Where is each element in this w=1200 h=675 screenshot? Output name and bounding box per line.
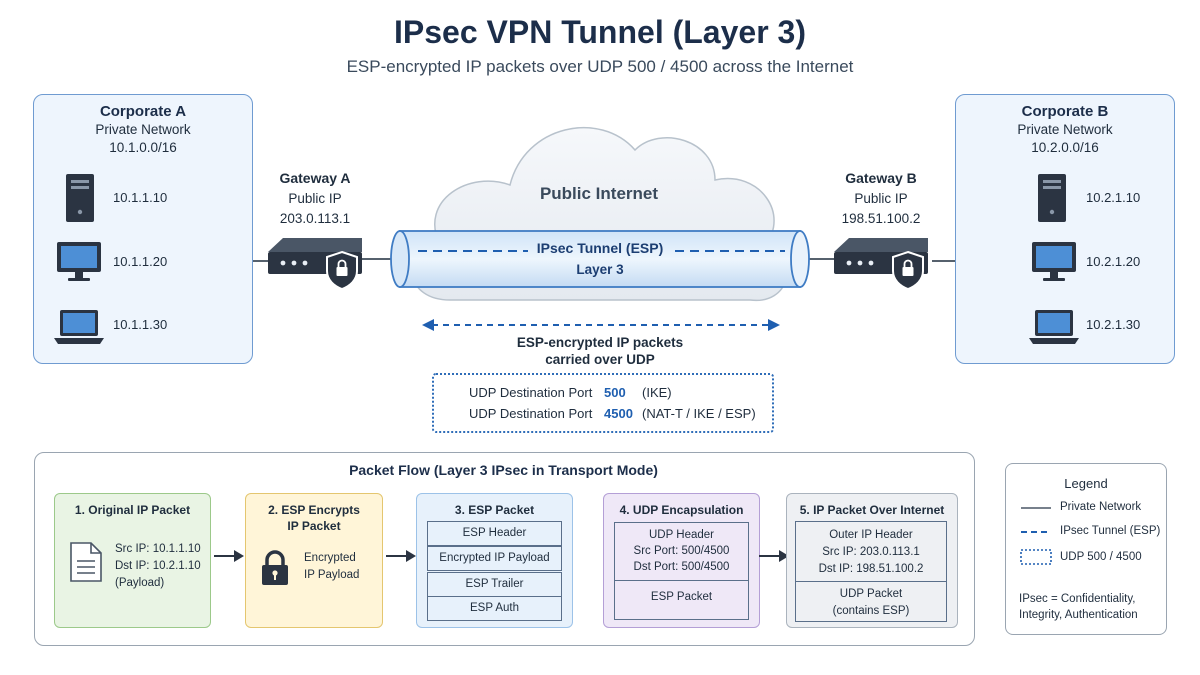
ipsec-tunnel bbox=[390, 230, 810, 288]
step-esp-encrypts: 2. ESP Encrypts IP Packet Encrypted IP P… bbox=[245, 493, 383, 628]
page-title: IPsec VPN Tunnel (Layer 3) bbox=[394, 14, 806, 50]
legend-swatches bbox=[1020, 507, 1052, 565]
step-2-line-1: Encrypted bbox=[304, 552, 356, 564]
legend-note: IPsec = Confidentiality, Integrity, Auth… bbox=[1019, 593, 1138, 621]
port-note: (IKE) bbox=[642, 385, 672, 400]
legend-item-private-network: Private Network bbox=[1060, 501, 1142, 513]
step-udp-encapsulation: 4. UDP Encapsulation UDP Header Src Port… bbox=[603, 493, 760, 628]
step-ip-over-internet: 5. IP Packet Over Internet Outer IP Head… bbox=[786, 493, 958, 628]
step-title: 5. IP Packet Over Internet bbox=[799, 503, 945, 517]
udp-packet-label: UDP Packet bbox=[839, 588, 903, 600]
step-title: 1. Original IP Packet bbox=[74, 503, 191, 517]
udp-inner-esp: ESP Packet bbox=[650, 591, 713, 603]
step-2-title-line-2: IP Packet bbox=[287, 519, 341, 533]
laptop-icon bbox=[1029, 310, 1079, 344]
step-2-line-2: IP Payload bbox=[304, 569, 360, 581]
step-esp-packet: 3. ESP Packet ESP Header Encrypted IP Pa… bbox=[416, 493, 573, 628]
udp-header-label: UDP Header bbox=[649, 529, 714, 541]
gateway-a-name: Gateway A bbox=[279, 170, 351, 186]
corp-b-subnet: 10.2.0.0/16 bbox=[1031, 140, 1099, 155]
esp-caption: ESP-encrypted IP packets carried over UD… bbox=[450, 334, 750, 368]
server-icon bbox=[1038, 174, 1066, 222]
lock-icon bbox=[262, 550, 288, 585]
step-1-dst-ip: Dst IP: 10.2.1.10 bbox=[115, 560, 201, 572]
internet-label: Public Internet bbox=[539, 184, 659, 203]
step-title: 2. ESP Encrypts IP Packet bbox=[246, 502, 382, 534]
tunnel-label: IPsec Tunnel (ESP) bbox=[536, 240, 664, 256]
contains-esp-label: (contains ESP) bbox=[832, 605, 910, 617]
shield-lock-icon bbox=[892, 250, 924, 291]
legend-title: Legend bbox=[1064, 476, 1108, 491]
udp-packet-structure: UDP Header Src Port: 500/4500 Dst Port: … bbox=[614, 522, 749, 620]
port-label: UDP Destination Port bbox=[469, 406, 593, 421]
udp-dst-port: Dst Port: 500/4500 bbox=[633, 561, 730, 573]
divider bbox=[615, 580, 748, 581]
corp-a-name: Corporate A bbox=[99, 103, 187, 120]
port-note: (NAT-T / IKE / ESP) bbox=[642, 406, 756, 421]
udp-ports-box: UDP Destination Port 500 (IKE) UDP Desti… bbox=[432, 373, 774, 433]
outer-ip-packet-structure: Outer IP Header Src IP: 203.0.113.1 Dst … bbox=[795, 521, 947, 622]
divider bbox=[796, 581, 946, 582]
port-number: 500 bbox=[604, 385, 626, 400]
document-icon bbox=[70, 542, 102, 582]
outer-src-ip: Src IP: 203.0.113.1 bbox=[822, 546, 920, 558]
encrypted-payload-cell: Encrypted IP Payload bbox=[427, 546, 562, 571]
gateway-a-label: Gateway A Public IP 203.0.113.1 bbox=[255, 168, 375, 229]
port-number: 4500 bbox=[604, 406, 633, 421]
esp-flow-arrow bbox=[422, 319, 780, 331]
esp-caption-line-1: ESP-encrypted IP packets bbox=[516, 335, 684, 350]
corp-b-host-1-ip: 10.2.1.10 bbox=[1086, 190, 1141, 205]
corp-b-host-2-ip: 10.2.1.20 bbox=[1086, 254, 1141, 269]
flow-arrow-3 bbox=[759, 550, 789, 562]
desktop-icon bbox=[1032, 242, 1076, 281]
step-1-src-ip: Src IP: 10.1.1.10 bbox=[115, 543, 201, 555]
gateway-a-ip: 203.0.113.1 bbox=[279, 211, 351, 226]
tunnel-layer-label: Layer 3 bbox=[576, 262, 624, 277]
gateway-a-ip-label: Public IP bbox=[288, 191, 342, 206]
gateway-b-ip: 198.51.100.2 bbox=[841, 211, 921, 226]
corp-a-host-3-ip: 10.1.1.30 bbox=[113, 317, 168, 332]
legend-item-udp: UDP 500 / 4500 bbox=[1060, 551, 1142, 563]
legend-panel: Legend Private Network IPsec Tunnel (ESP… bbox=[1005, 463, 1167, 635]
flow-arrow-1 bbox=[214, 550, 244, 562]
udp-src-port: Src Port: 500/4500 bbox=[633, 545, 730, 557]
desktop-icon bbox=[57, 242, 101, 281]
step-title: 4. UDP Encapsulation bbox=[619, 503, 744, 517]
page-subtitle: ESP-encrypted IP packets over UDP 500 / … bbox=[346, 57, 854, 76]
corp-b-network-label: Private Network bbox=[1017, 122, 1113, 137]
port-label: UDP Destination Port bbox=[469, 385, 593, 400]
legend-udp-swatch bbox=[1020, 549, 1052, 565]
esp-header-cell: ESP Header bbox=[427, 521, 562, 546]
outer-ip-header-label: Outer IP Header bbox=[829, 529, 913, 541]
gateway-b-ip-label: Public IP bbox=[854, 191, 908, 206]
corp-a-network-label: Private Network bbox=[95, 122, 191, 137]
esp-caption-line-2: carried over UDP bbox=[545, 352, 655, 367]
server-icon bbox=[66, 174, 94, 222]
step-title: 3. ESP Packet bbox=[454, 503, 535, 517]
legend-item-ipsec-tunnel: IPsec Tunnel (ESP) bbox=[1060, 525, 1161, 537]
shield-lock-icon bbox=[326, 250, 358, 291]
gateway-b-name: Gateway B bbox=[845, 170, 917, 186]
step-2-title-line-1: 2. ESP Encrypts bbox=[268, 503, 360, 517]
flow-arrow-2 bbox=[386, 550, 416, 562]
laptop-icon bbox=[54, 310, 104, 344]
esp-auth-cell: ESP Auth bbox=[427, 596, 562, 621]
corp-a-subnet: 10.1.0.0/16 bbox=[109, 140, 177, 155]
gateway-b-label: Gateway B Public IP 198.51.100.2 bbox=[820, 168, 942, 229]
step-original-ip-packet: 1. Original IP Packet Src IP: 10.1.1.10 … bbox=[54, 493, 211, 628]
esp-trailer-cell: ESP Trailer bbox=[427, 572, 562, 597]
outer-dst-ip: Dst IP: 198.51.100.2 bbox=[818, 563, 924, 575]
corp-a-host-1-ip: 10.1.1.10 bbox=[113, 190, 168, 205]
packet-flow-title: Packet Flow (Layer 3 IPsec in Transport … bbox=[349, 462, 658, 478]
corp-a-host-2-ip: 10.1.1.20 bbox=[113, 254, 168, 269]
step-1-payload: (Payload) bbox=[115, 577, 165, 589]
corp-b-name: Corporate B bbox=[1021, 103, 1109, 120]
corp-b-host-3-ip: 10.2.1.30 bbox=[1086, 317, 1141, 332]
